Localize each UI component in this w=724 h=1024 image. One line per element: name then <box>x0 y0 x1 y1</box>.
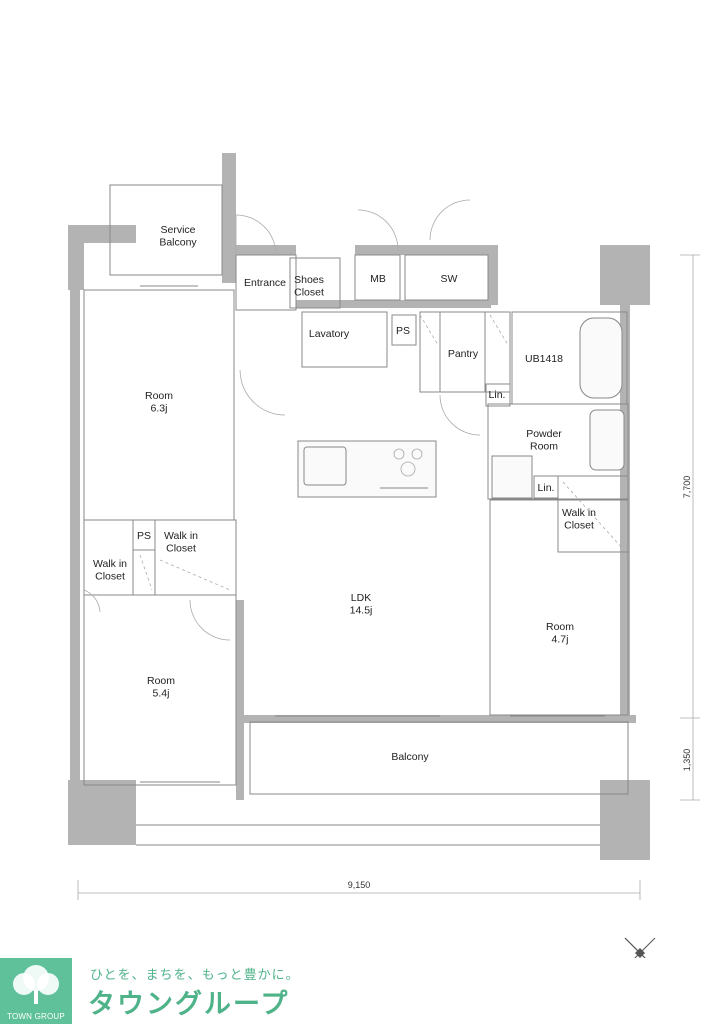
dimension-width: 9,150 <box>348 880 371 890</box>
logo-text: TOWN GROUP <box>7 1012 65 1021</box>
town-group-logo: TOWN GROUP <box>0 958 72 1024</box>
label-ps-top: PS <box>396 325 410 337</box>
brand-name: タウングループ <box>88 989 290 1020</box>
label-lavatory: Lavatory <box>309 328 350 340</box>
dimension-lines <box>77 254 700 900</box>
dimension-depth-main: 7,700 <box>682 476 692 499</box>
tagline: ひとを、まちを、もっと豊かに。 <box>90 968 300 983</box>
label-lin-bottom: Lin. <box>538 482 555 494</box>
interior-walls <box>83 184 629 846</box>
compass-icon <box>624 937 656 958</box>
tree-icon <box>13 965 59 1004</box>
structural-walls <box>68 153 650 860</box>
label-sw: SW <box>441 273 458 285</box>
label-ub: UB1418 <box>525 353 563 365</box>
label-lin-top: Lin. <box>489 389 506 401</box>
label-entrance: Entrance <box>244 277 286 289</box>
label-mb: MB <box>370 273 386 285</box>
label-balcony: Balcony <box>391 751 429 763</box>
footer: TOWN GROUP ひとを、まちを、もっと豊かに。 タウングループ <box>0 958 724 1024</box>
label-ps-left: PS <box>137 530 151 542</box>
label-pantry: Pantry <box>448 348 479 360</box>
dimension-depth-balcony: 1,350 <box>682 749 692 772</box>
